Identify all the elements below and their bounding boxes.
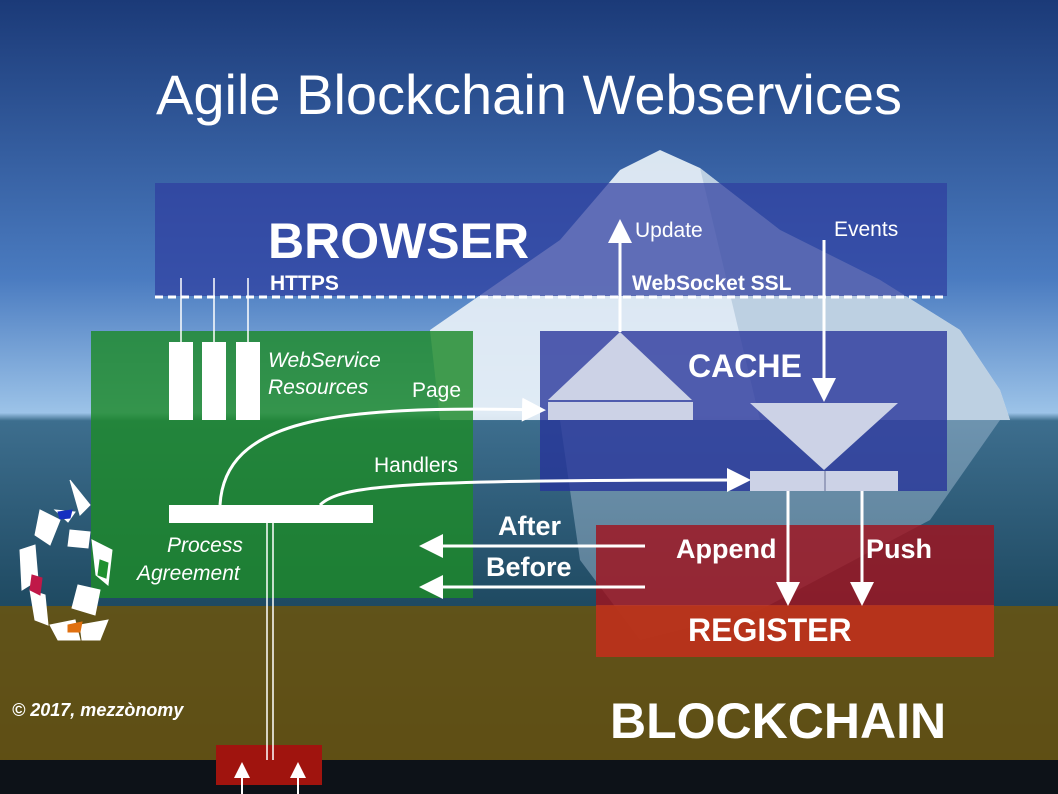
handlers-label: Handlers	[374, 454, 459, 477]
resource-bar-1	[169, 342, 193, 420]
webservice-label-2: Resources	[268, 376, 369, 399]
https-label: HTTPS	[270, 272, 339, 295]
resource-bar-2	[202, 342, 226, 420]
resource-bar-3	[236, 342, 260, 420]
cache-handler-bar	[750, 471, 898, 491]
cache-down-triangle	[750, 403, 898, 470]
register-label: REGISTER	[688, 612, 852, 648]
process-bar	[169, 505, 373, 523]
bottom-strip	[0, 760, 1058, 794]
register-bar	[596, 605, 994, 657]
append-label: Append	[676, 534, 777, 564]
events-label: Events	[834, 218, 899, 241]
cache-up-triangle	[548, 332, 692, 400]
page-arrow	[218, 397, 546, 506]
register-box	[596, 525, 994, 605]
update-label: Update	[635, 219, 703, 242]
push-label: Push	[866, 534, 933, 564]
blockchain-label: BLOCKCHAIN	[610, 693, 947, 749]
process-label-1: Process	[167, 534, 243, 557]
websocket-label: WebSocket SSL	[632, 272, 792, 295]
before-label: Before	[486, 552, 572, 582]
blockchain-entry-box	[216, 745, 322, 785]
page-title: Agile Blockchain Webservices	[156, 63, 902, 126]
cache-label: CACHE	[688, 348, 802, 384]
browser-band	[155, 183, 947, 296]
webservice-label-1: WebService	[268, 349, 381, 372]
process-label-2: Agreement	[137, 562, 240, 585]
handlers-arrow	[318, 468, 751, 507]
webservice-box	[91, 331, 473, 598]
mezzonomy-logo	[19, 479, 113, 641]
copyright-text: © 2017, mezzònomy	[12, 700, 184, 720]
after-label: After	[498, 511, 562, 541]
browser-label: BROWSER	[268, 213, 530, 269]
page-label: Page	[412, 379, 462, 402]
cache-page-bar	[548, 402, 693, 420]
